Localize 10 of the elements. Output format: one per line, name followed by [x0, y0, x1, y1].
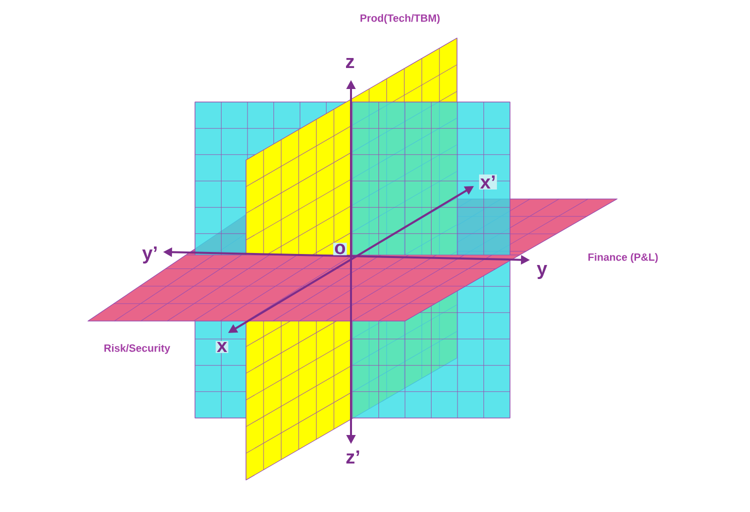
axis-letter: z [346, 58, 354, 68]
axis-letter: x [216, 340, 228, 354]
axis-title: Prod(Tech/TBM) [360, 14, 440, 24]
axis-letter: y [536, 265, 548, 279]
axis-title: Finance (P&L) [588, 253, 658, 263]
axis-letter: z’ [346, 450, 360, 464]
axis-letter: x’ [479, 174, 497, 190]
axis-title: Risk/Security [104, 344, 170, 354]
axis-letter: o [333, 242, 347, 256]
axis-letter: y’ [142, 246, 157, 264]
